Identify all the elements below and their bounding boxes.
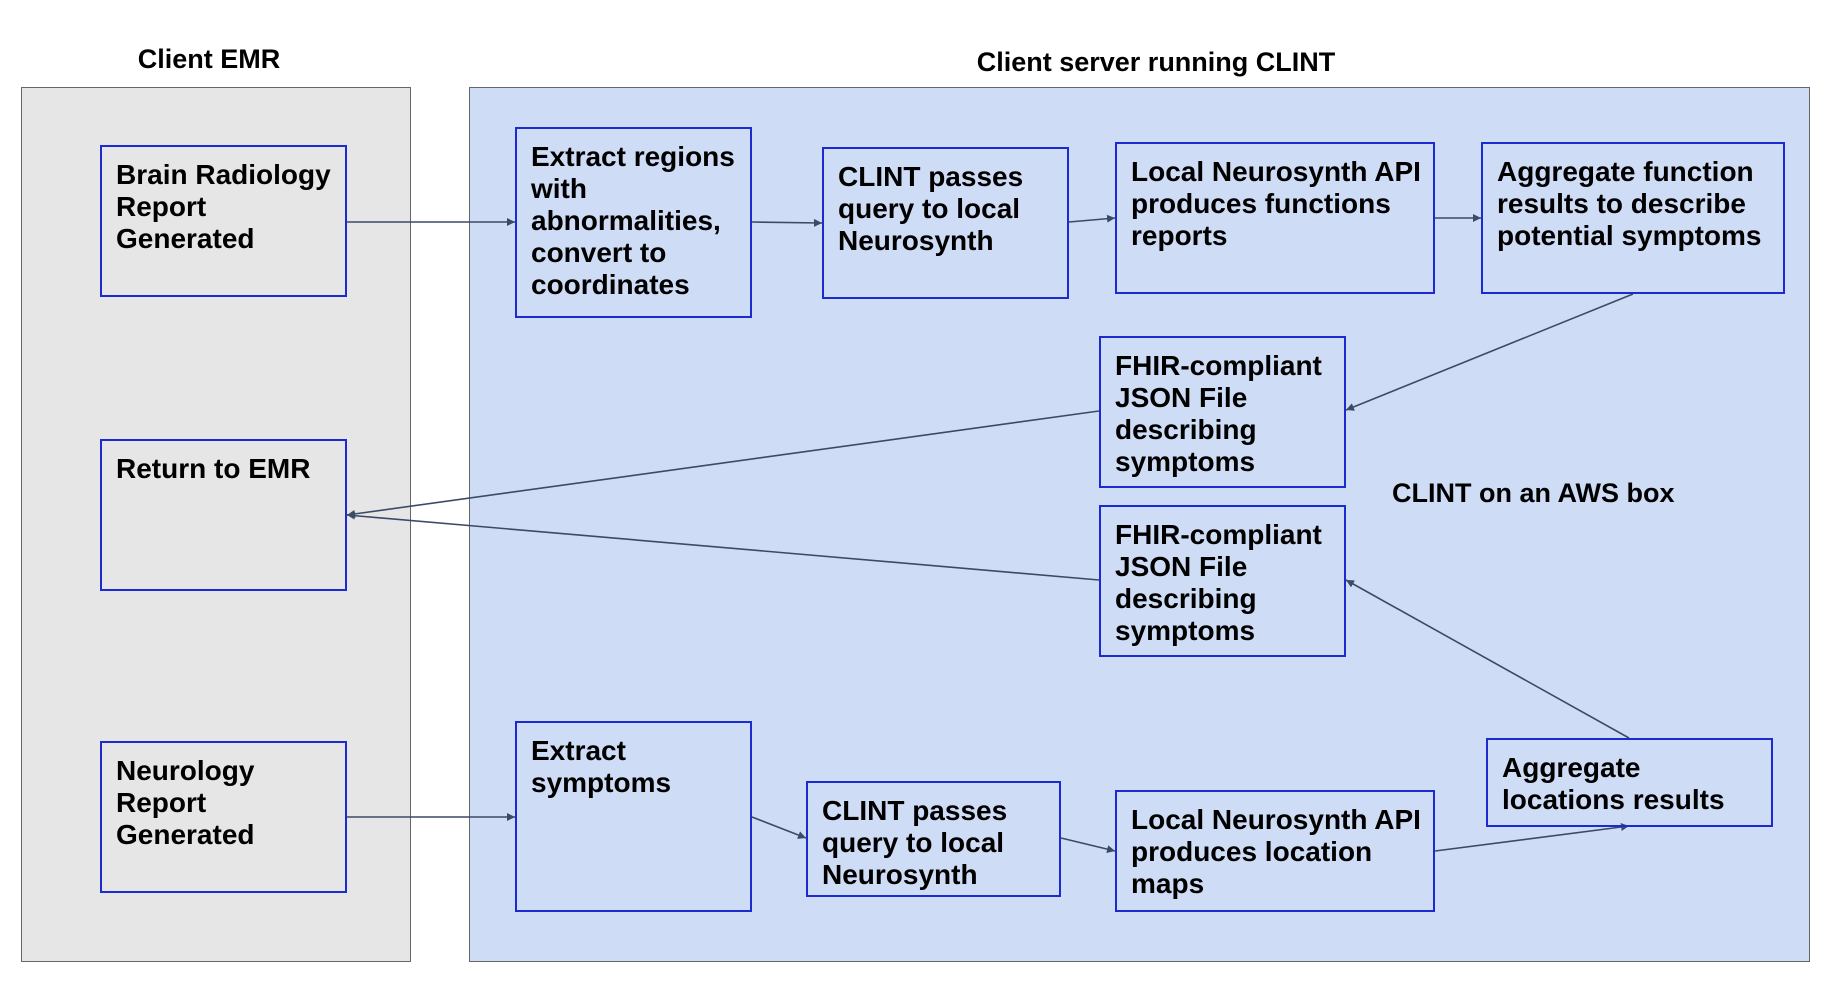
- clint-query-1-text-line: query to local: [838, 193, 1021, 224]
- fhir-json-2-text-line: describing: [1115, 583, 1257, 614]
- fhir-json-2-text-line: FHIR-compliant: [1115, 519, 1322, 550]
- aggregate-function-text-line: Aggregate function: [1497, 156, 1754, 187]
- fhir-json-2-text-line: symptoms: [1115, 615, 1256, 646]
- return-emr-text-line: Return to EMR: [116, 453, 311, 484]
- return-to-emr-node: Return to EMR: [100, 439, 347, 591]
- brain-report-text-line: Brain Radiology: [116, 159, 331, 190]
- extract-regions-text-line: convert to: [531, 237, 667, 268]
- neuro-report-text-line: Report: [116, 787, 207, 818]
- neurosynth-locations-text-line: Local Neurosynth API: [1131, 804, 1421, 835]
- aggregate-function-text-line: potential symptoms: [1497, 220, 1762, 251]
- aggregate-locations-text-line: locations results: [1502, 784, 1725, 815]
- extract-symptoms-text-line: Extract: [531, 735, 626, 766]
- neuro-report-text-line: Neurology: [116, 755, 255, 786]
- extract-regions-text-line: with: [531, 173, 587, 204]
- fhir-json-1-text-line: FHIR-compliant: [1115, 350, 1322, 381]
- extract-regions-text-line: Extract regions: [531, 141, 735, 172]
- clint-query-2-text-line: query to local: [822, 827, 1005, 858]
- clint-query-1-text-line: Neurosynth: [838, 225, 994, 256]
- neuro-report-text-line: Generated: [116, 819, 255, 850]
- fhir-json-1-text-line: symptoms: [1115, 446, 1256, 477]
- clint-query-2-text-line: Neurosynth: [822, 859, 978, 890]
- neurosynth-locations-text-line: produces location: [1131, 836, 1373, 867]
- fhir-json-1-text-line: JSON File: [1115, 382, 1248, 413]
- extract-symptoms-text-line: symptoms: [531, 767, 672, 798]
- aggregate-function-text-line: results to describe: [1497, 188, 1746, 219]
- aws-box-label: CLINT on an AWS box: [1392, 478, 1675, 508]
- fhir-json-1-text-line: describing: [1115, 414, 1257, 445]
- neurosynth-functions-text-line: reports: [1131, 220, 1228, 251]
- fhir-json-2-text-line: JSON File: [1115, 551, 1248, 582]
- neurosynth-locations-text-line: maps: [1131, 868, 1205, 899]
- brain-report-text-line: Report: [116, 191, 207, 222]
- client-emr-title: Client EMR: [137, 44, 281, 74]
- brain-report-text-line: Generated: [116, 223, 255, 254]
- neurosynth-functions-text-line: produces functions: [1131, 188, 1391, 219]
- clint-server-title: Client server running CLINT: [976, 47, 1336, 77]
- clint-query-1-text-line: CLINT passes: [838, 161, 1024, 192]
- aggregate-locations-text-line: Aggregate: [1502, 752, 1641, 783]
- extract-regions-text-line: coordinates: [531, 269, 690, 300]
- neurosynth-functions-text-line: Local Neurosynth API: [1131, 156, 1421, 187]
- extract-regions-text-line: abnormalities,: [531, 205, 721, 236]
- clint-query-2-text-line: CLINT passes: [822, 795, 1008, 826]
